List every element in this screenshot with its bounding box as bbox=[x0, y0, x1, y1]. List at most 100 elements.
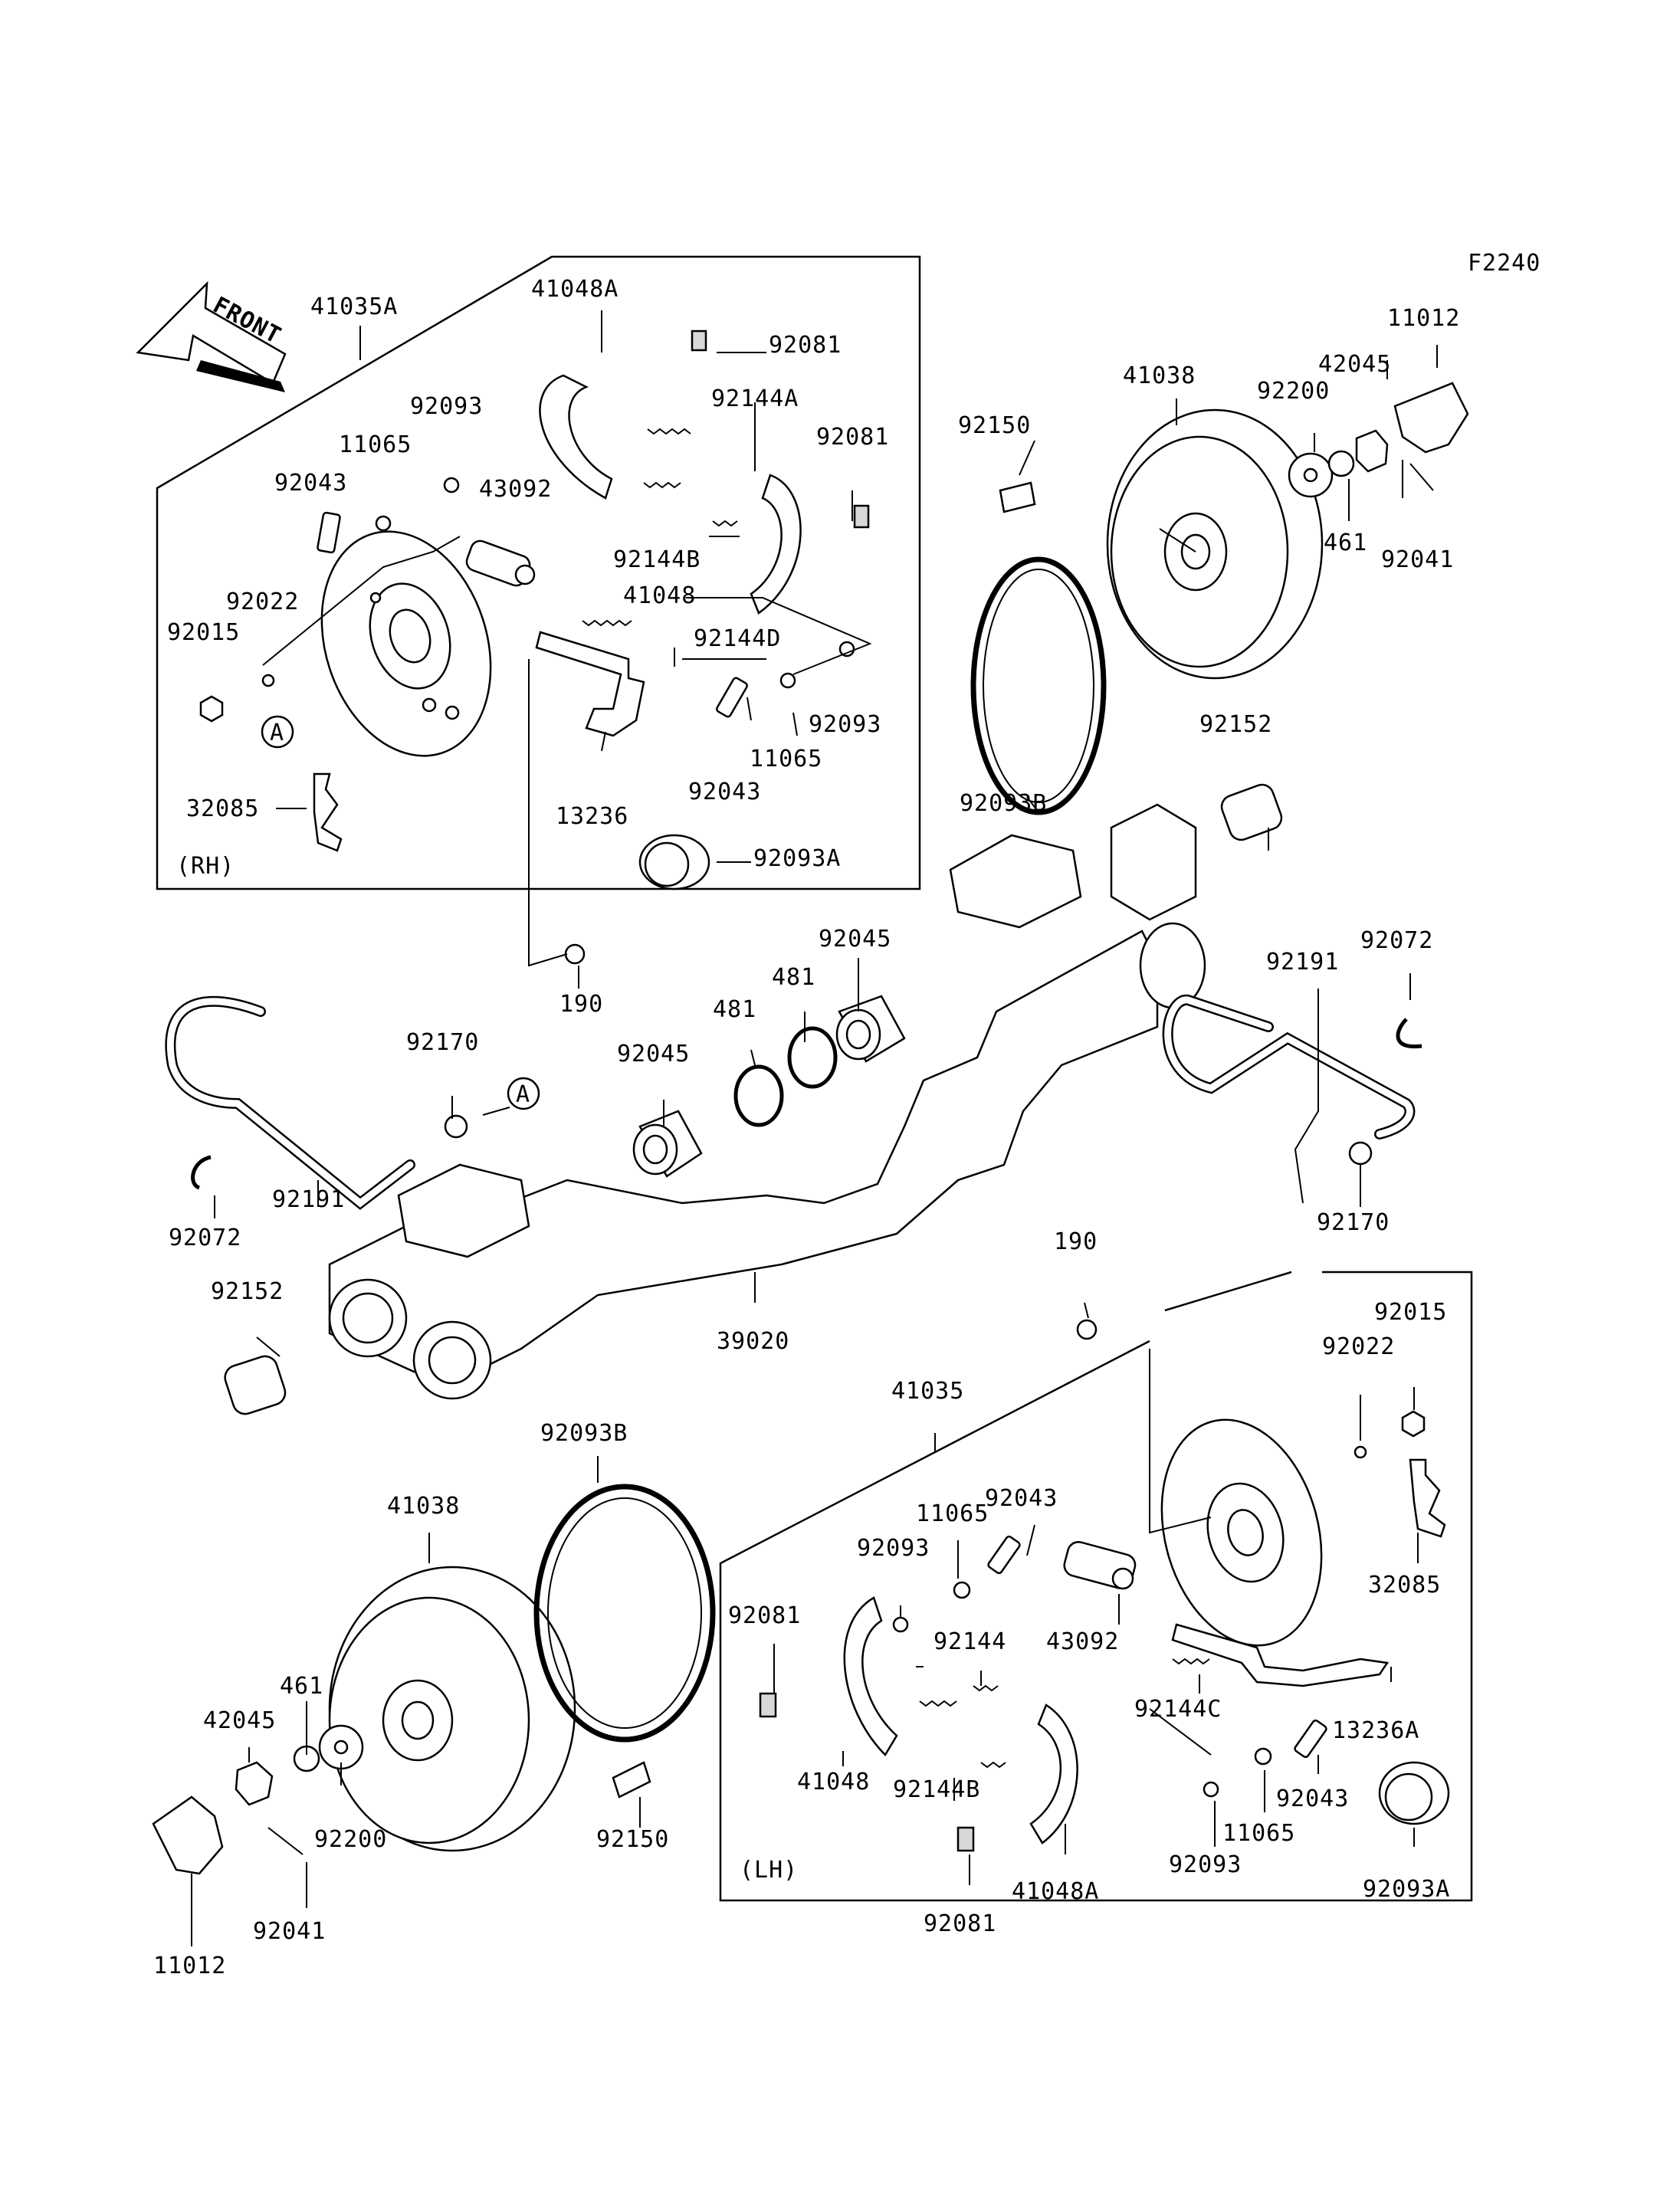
part-label: 92072 bbox=[169, 1225, 241, 1251]
part-label: 92022 bbox=[226, 589, 299, 615]
part-label: 92015 bbox=[167, 619, 240, 646]
part-label: 92150 bbox=[958, 412, 1031, 439]
svg-text:A: A bbox=[270, 720, 284, 746]
part-label: 32085 bbox=[186, 795, 259, 822]
part-label: 43092 bbox=[1046, 1628, 1119, 1655]
part-label: 92144C bbox=[1134, 1696, 1222, 1723]
part-label: 92144B bbox=[613, 546, 701, 573]
part-label: 92041 bbox=[253, 1918, 326, 1945]
lh-seal-92093A bbox=[1378, 1761, 1450, 1825]
part-label: 11065 bbox=[339, 431, 412, 458]
lh-clips bbox=[759, 1458, 1446, 1852]
part-label: 92093B bbox=[540, 1420, 628, 1447]
part-label: 92072 bbox=[1360, 927, 1433, 954]
lh-small-parts bbox=[892, 1410, 1426, 1798]
part-label: 41048 bbox=[623, 582, 696, 609]
part-label: 11012 bbox=[1387, 305, 1460, 332]
part-label: 92093 bbox=[809, 711, 881, 738]
part-label: 41048 bbox=[797, 1769, 870, 1795]
part-label: 92200 bbox=[1257, 378, 1330, 405]
rh-brake-shoe-a bbox=[539, 374, 613, 500]
part-label: 92150 bbox=[596, 1826, 669, 1853]
part-label: 92081 bbox=[769, 332, 842, 359]
part-label: 13236A bbox=[1332, 1717, 1419, 1744]
part-label: 92043 bbox=[688, 779, 761, 805]
bushing-92152-left bbox=[224, 1355, 287, 1415]
part-label: 481 bbox=[713, 996, 756, 1023]
part-label: 92022 bbox=[1322, 1333, 1395, 1360]
bottom-brake-drum bbox=[328, 1566, 576, 1852]
bottom-drum-seal-ring bbox=[533, 1484, 716, 1743]
rh-group-box bbox=[156, 255, 921, 890]
part-label: 41048A bbox=[531, 276, 619, 303]
part-label: 13236 bbox=[556, 803, 628, 830]
part-label: 190 bbox=[559, 991, 603, 1018]
part-label: 92144 bbox=[934, 1628, 1006, 1655]
part-label: 92170 bbox=[1317, 1209, 1390, 1236]
part-label: 92144B bbox=[893, 1776, 980, 1803]
part-label: 92152 bbox=[211, 1278, 284, 1305]
axle-housing-39020 bbox=[328, 803, 1206, 1400]
part-label: 92045 bbox=[617, 1041, 690, 1067]
part-label: 92041 bbox=[1381, 546, 1454, 573]
lh-brake-shoes bbox=[843, 1596, 1078, 1844]
part-label: 42045 bbox=[203, 1707, 276, 1734]
svg-text:A: A bbox=[516, 1081, 530, 1108]
ref-mark-a-center: A bbox=[507, 1077, 540, 1110]
lh-springs bbox=[916, 1658, 1210, 1769]
part-label: 41048A bbox=[1012, 1878, 1099, 1905]
hose-clamps bbox=[191, 943, 1422, 1340]
lh-group-label: (LH) bbox=[740, 1857, 798, 1884]
part-label: 11065 bbox=[750, 746, 822, 772]
part-label: 41035 bbox=[891, 1378, 964, 1405]
part-label: 41038 bbox=[1123, 362, 1196, 389]
part-label: 11065 bbox=[916, 1500, 989, 1527]
part-label: 32085 bbox=[1368, 1572, 1441, 1599]
rh-group-label: (RH) bbox=[176, 853, 235, 880]
breather-hose-right bbox=[1162, 994, 1416, 1139]
part-label: 92045 bbox=[819, 926, 891, 953]
part-label: 92093A bbox=[753, 845, 841, 872]
part-label: 92200 bbox=[314, 1826, 387, 1853]
lh-lever-13236A bbox=[1171, 1623, 1390, 1687]
top-brake-drum bbox=[1106, 408, 1324, 680]
rh-clips bbox=[313, 330, 870, 852]
part-label: 92152 bbox=[1199, 711, 1272, 738]
rh-small-pins bbox=[199, 477, 855, 723]
part-labels: 41035A 41048A 92081 92144A 92093 11065 9… bbox=[153, 276, 1460, 1979]
front-direction-arrow: FRONT bbox=[136, 280, 287, 392]
part-label: 92043 bbox=[1276, 1785, 1349, 1812]
part-label: 43092 bbox=[479, 476, 552, 503]
bottom-hub-parts bbox=[152, 1724, 651, 1875]
part-label: 92043 bbox=[274, 470, 347, 497]
part-label: 92015 bbox=[1374, 1299, 1447, 1326]
part-label: 92093 bbox=[1169, 1851, 1242, 1878]
part-label: 11065 bbox=[1222, 1820, 1295, 1847]
part-label: 41035A bbox=[310, 293, 398, 320]
rh-backing-plate bbox=[320, 530, 492, 757]
part-label: 11012 bbox=[153, 1953, 226, 1979]
top-drum-seal-ring bbox=[970, 556, 1107, 815]
leader-lines bbox=[191, 310, 1438, 1946]
part-label: 461 bbox=[1324, 530, 1367, 556]
lh-group-box bbox=[719, 1271, 1473, 1902]
part-label: 42045 bbox=[1318, 351, 1391, 378]
part-label: 92081 bbox=[924, 1910, 996, 1937]
part-label: 41038 bbox=[387, 1493, 460, 1520]
part-label: 92043 bbox=[985, 1485, 1058, 1512]
figure-code: F2240 bbox=[1468, 250, 1541, 277]
part-label: 92093B bbox=[960, 790, 1047, 817]
part-label: 92093 bbox=[410, 393, 483, 420]
part-label: 190 bbox=[1054, 1228, 1098, 1255]
part-label: 92093 bbox=[857, 1535, 930, 1562]
top-hub-parts bbox=[999, 382, 1469, 513]
part-label: 92144A bbox=[711, 385, 799, 412]
top-bushing-92152 bbox=[1220, 783, 1283, 841]
lh-wheel-cylinder bbox=[1063, 1540, 1137, 1590]
part-label: 92144D bbox=[694, 625, 781, 652]
part-label: 92081 bbox=[728, 1602, 801, 1629]
rh-seal-92093A bbox=[638, 834, 710, 890]
part-label: 461 bbox=[280, 1673, 323, 1700]
rh-springs bbox=[582, 428, 738, 627]
